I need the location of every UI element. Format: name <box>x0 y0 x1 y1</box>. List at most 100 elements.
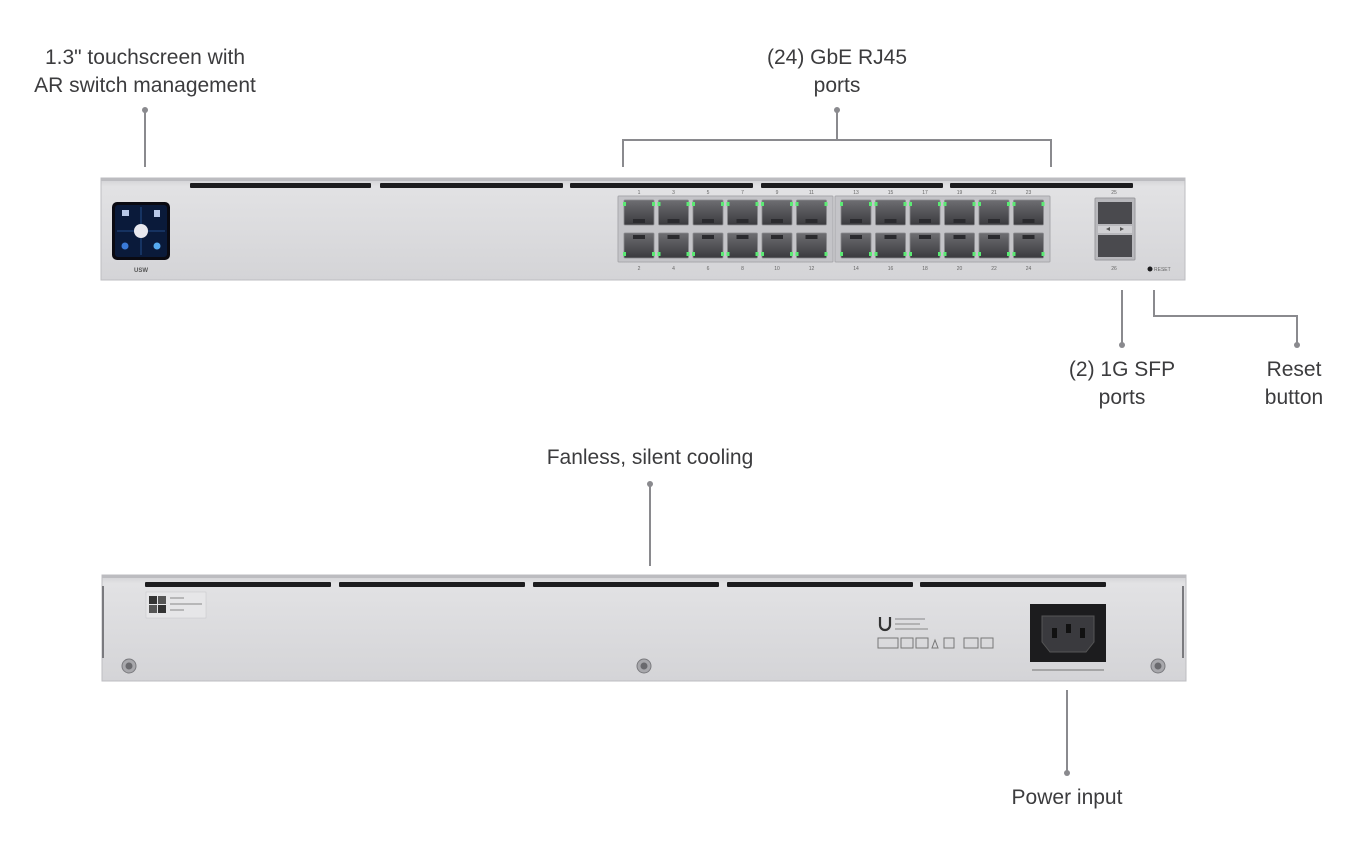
vent-slot <box>950 183 1133 188</box>
rj45-port[interactable] <box>978 199 1010 226</box>
certification-icon <box>931 638 939 649</box>
screen-icon <box>154 210 160 217</box>
port-link-led <box>1012 202 1016 206</box>
port-link-led <box>652 252 655 256</box>
callout-rj45-line1: (24) GbE RJ45 <box>766 46 908 69</box>
vent-slot <box>145 582 331 587</box>
port-number-label: 8 <box>741 266 744 272</box>
reset-label: RESET <box>1154 267 1171 273</box>
rj45-port[interactable] <box>692 232 724 259</box>
callout-touchscreen-line2: AR switch management <box>34 74 256 97</box>
port-link-led <box>972 252 976 256</box>
power-inlet-socket <box>1041 615 1095 653</box>
rj45-port[interactable] <box>840 232 872 259</box>
rj45-port[interactable] <box>761 232 793 259</box>
rj45-port[interactable] <box>657 232 690 259</box>
rj45-port[interactable] <box>795 199 828 226</box>
rj45-port[interactable] <box>623 232 655 259</box>
port-number-label: 1 <box>638 190 641 196</box>
port-link-led <box>938 252 941 256</box>
serial-label <box>145 591 207 619</box>
certification-icon <box>980 637 994 649</box>
callout-reset-line1: Reset <box>1266 358 1322 381</box>
port-link-led <box>790 202 793 206</box>
certification-icon <box>915 637 929 649</box>
back-vents <box>145 582 1106 587</box>
port-number-label: 7 <box>741 190 744 196</box>
port-link-led <box>761 252 764 256</box>
screen-center-button <box>134 224 148 238</box>
rj45-port[interactable] <box>1012 232 1045 259</box>
rj45-port[interactable] <box>726 199 759 226</box>
power-inlet[interactable] <box>1030 604 1106 671</box>
screw-icon <box>636 658 652 674</box>
port-link-led <box>909 202 912 206</box>
front-vents <box>190 183 1133 188</box>
vent-slot <box>761 183 943 188</box>
rj45-port[interactable] <box>761 199 793 226</box>
rj45-port[interactable] <box>943 199 976 226</box>
rj45-port[interactable] <box>874 232 907 259</box>
port-link-led <box>755 202 759 206</box>
brand-logo-icon <box>878 617 892 632</box>
port-link-led <box>652 202 655 206</box>
callout-line-reset <box>1153 290 1298 345</box>
screen-icon <box>121 242 129 250</box>
port-link-led <box>692 252 695 256</box>
port-number-label: 16 <box>888 266 894 272</box>
port-link-led <box>1041 252 1045 256</box>
power-pin <box>1080 628 1085 638</box>
rj45-port[interactable] <box>657 199 690 226</box>
port-number-label: 18 <box>922 266 928 272</box>
screw-icon <box>1150 658 1166 674</box>
port-number-label: 10 <box>774 266 780 272</box>
rj45-port[interactable] <box>726 232 759 259</box>
back-side-rail-right <box>1182 586 1184 658</box>
port-link-led <box>721 202 724 206</box>
rj45-port[interactable] <box>692 199 724 226</box>
port-number-label: 12 <box>809 266 815 272</box>
port-link-led <box>795 202 799 206</box>
touchscreen[interactable] <box>112 202 170 260</box>
port-link-led <box>623 202 626 206</box>
rj45-port[interactable] <box>943 232 976 259</box>
port-link-led <box>795 252 799 256</box>
port-link-led <box>755 252 759 256</box>
power-pin <box>1066 624 1071 633</box>
callout-dots <box>142 107 1300 776</box>
power-pin <box>1052 628 1057 638</box>
callout-rj45-ports: (24) GbE RJ45 ports <box>737 44 937 100</box>
sfp-port-26[interactable] <box>1098 235 1132 257</box>
port-link-led <box>824 252 828 256</box>
rj45-port[interactable] <box>840 199 872 226</box>
vent-slot <box>190 183 371 188</box>
sfp-port-block: 25 26 <box>1094 190 1136 272</box>
certification-icon <box>900 637 914 649</box>
rj45-port[interactable] <box>909 232 941 259</box>
reset-button[interactable] <box>1147 266 1153 272</box>
port-number-label: 9 <box>776 190 779 196</box>
port-link-led <box>1007 202 1010 206</box>
callout-touchscreen: 1.3" touchscreen with AR switch manageme… <box>20 44 270 100</box>
vent-slot <box>339 582 525 587</box>
rj45-port[interactable] <box>909 199 941 226</box>
port-link-led <box>824 202 828 206</box>
vent-slot <box>533 582 719 587</box>
rj45-port[interactable] <box>623 199 655 226</box>
port-link-led <box>869 252 872 256</box>
port-link-led <box>657 202 661 206</box>
rj45-port[interactable] <box>874 199 907 226</box>
port-link-led <box>903 202 907 206</box>
callout-bracket-rj45 <box>622 139 1052 167</box>
port-link-led <box>623 252 626 256</box>
sfp-port-25[interactable] <box>1098 202 1132 224</box>
rj45-port[interactable] <box>1012 199 1045 226</box>
rj45-port[interactable] <box>795 232 828 259</box>
callout-sfp-line2: ports <box>1098 386 1146 409</box>
certification-icon <box>877 637 899 649</box>
rj45-port[interactable] <box>978 232 1010 259</box>
sfp-label-bottom: 26 <box>1111 266 1117 272</box>
